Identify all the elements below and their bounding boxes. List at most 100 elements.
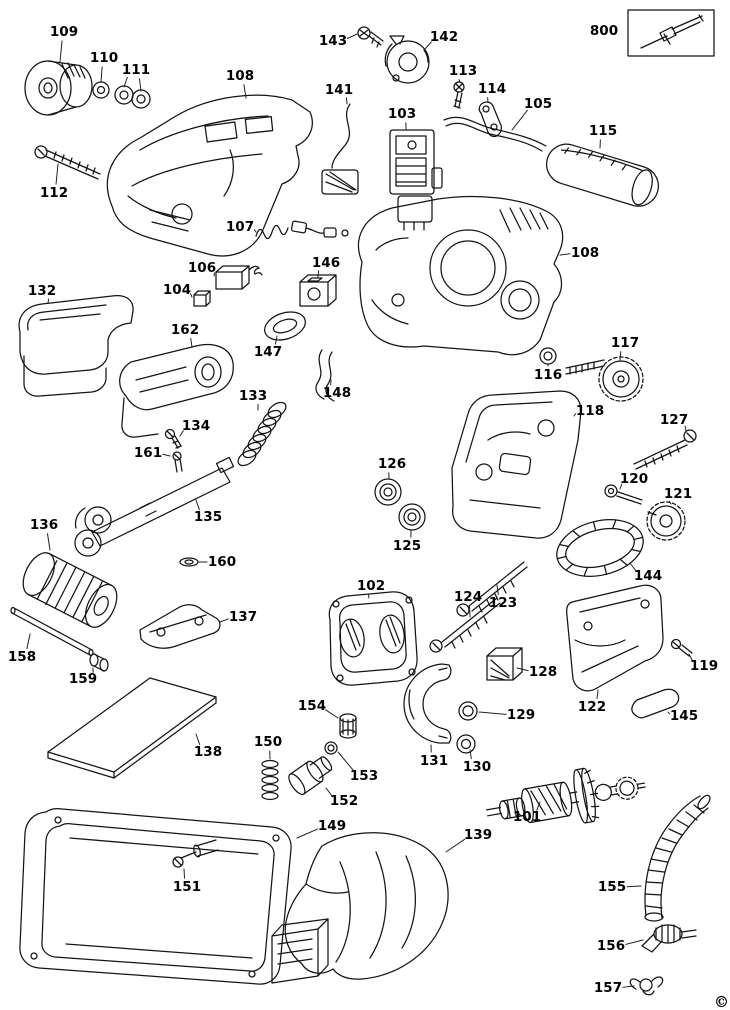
- part-label-800: 800: [590, 23, 618, 39]
- part-label-109: 109: [50, 24, 78, 40]
- leader-line-107: [253, 229, 257, 233]
- part-label-158: 158: [8, 649, 36, 665]
- part-107-spring: [255, 220, 349, 240]
- part-label-137: 137: [229, 609, 257, 625]
- leader-line-117: [619, 351, 622, 361]
- leader-line-155: [626, 885, 642, 888]
- leader-line-104: [190, 293, 193, 298]
- part-label-155: 155: [598, 879, 626, 895]
- part-116-nut: [539, 347, 557, 365]
- part-label-120: 120: [620, 471, 648, 487]
- leader-line-149: [296, 828, 319, 839]
- part-159-spacer: [89, 653, 109, 672]
- part-147-ring: [264, 311, 306, 341]
- part-label-107: 107: [226, 219, 254, 235]
- part-label-159: 159: [69, 671, 97, 687]
- part-130-ring: [456, 734, 476, 754]
- leader-line-130: [469, 749, 472, 760]
- leader-line-162: [190, 337, 193, 348]
- part-119-screw: [670, 638, 693, 657]
- part-132-cover: [18, 294, 134, 397]
- part-label-135: 135: [194, 509, 222, 525]
- part-label-114: 114: [478, 81, 506, 97]
- inset-box-800: [627, 9, 715, 57]
- part-153-washer: [324, 741, 338, 755]
- leader-line-105: [511, 109, 528, 131]
- part-label-110: 110: [90, 50, 118, 66]
- leader-line-141: [345, 97, 348, 105]
- leader-line-121: [668, 500, 672, 505]
- leader-line-152: [325, 787, 333, 797]
- part-label-130: 130: [463, 759, 491, 775]
- part-label-115: 115: [589, 123, 617, 139]
- leader-line-124: [468, 605, 471, 618]
- part-127-bolt: [633, 429, 697, 470]
- part-label-162: 162: [171, 322, 199, 338]
- leader-line-127: [684, 425, 687, 432]
- part-label-104: 104: [163, 282, 191, 298]
- part-label-160: 160: [208, 554, 236, 570]
- part-label-121: 121: [664, 486, 692, 502]
- leader-line-143: [346, 33, 358, 39]
- part-label-142: 142: [430, 29, 458, 45]
- leader-line-108: [559, 253, 571, 256]
- part-156-nozzle: [641, 924, 697, 953]
- part-112-bolt: [34, 145, 101, 180]
- part-138-plate: [47, 677, 217, 779]
- part-label-146: 146: [312, 255, 340, 271]
- part-label-117: 117: [611, 335, 639, 351]
- leader-line-153: [337, 751, 354, 771]
- leader-line-134: [179, 430, 184, 437]
- part-label-125: 125: [393, 538, 421, 554]
- part-label-103: 103: [388, 106, 416, 122]
- part-150-spring: [261, 759, 279, 801]
- part-124-screw: [429, 597, 501, 653]
- part-label-127: 127: [660, 412, 688, 428]
- part-label-139: 139: [464, 827, 492, 843]
- part-102-stator: [328, 591, 418, 686]
- part-155-hose: [644, 794, 711, 922]
- part-121-gear: [646, 501, 686, 541]
- part-108-housing-left: [106, 94, 313, 257]
- leader-line-156: [625, 939, 644, 945]
- part-105-cord: [443, 116, 547, 152]
- part-label-145: 145: [670, 708, 698, 724]
- part-label-153: 153: [350, 768, 378, 784]
- grease-gun-icon: [640, 14, 704, 49]
- part-115-handle: [545, 143, 659, 207]
- part-103-switch: [389, 129, 443, 231]
- part-label-148: 148: [323, 385, 351, 401]
- part-131-clamshell: [403, 663, 452, 744]
- part-label-124: 124: [454, 589, 482, 605]
- part-label-131: 131: [420, 753, 448, 769]
- part-144-belt: [556, 519, 644, 577]
- part-134-screw: [164, 428, 182, 449]
- part-label-134: 134: [182, 418, 210, 434]
- part-148-wires: [315, 349, 335, 402]
- part-117-gear-shaft: [565, 356, 644, 402]
- part-141-wire: [321, 103, 359, 195]
- leader-line-144: [629, 562, 637, 572]
- part-label-141: 141: [325, 82, 353, 98]
- leader-line-108: [243, 84, 247, 99]
- part-162-bracket: [119, 343, 234, 438]
- part-133-spring: [237, 401, 287, 467]
- part-label-143: 143: [319, 33, 347, 49]
- part-label-154: 154: [298, 698, 326, 714]
- part-161-screw: [172, 451, 183, 473]
- leader-line-135: [195, 499, 200, 511]
- part-label-106: 106: [188, 260, 216, 276]
- part-label-126: 126: [378, 456, 406, 472]
- leader-line-137: [219, 618, 229, 623]
- leader-line-158: [26, 633, 31, 649]
- part-151-screw: [172, 839, 219, 868]
- part-109-drum: [24, 60, 93, 116]
- leader-line-120: [619, 483, 623, 490]
- part-label-101: 101: [513, 809, 541, 825]
- part-146-box: [299, 274, 337, 307]
- leader-line-113: [458, 79, 461, 83]
- part-142-plate: [384, 35, 430, 84]
- part-145-pad: [631, 688, 680, 719]
- leader-line-154: [325, 709, 339, 719]
